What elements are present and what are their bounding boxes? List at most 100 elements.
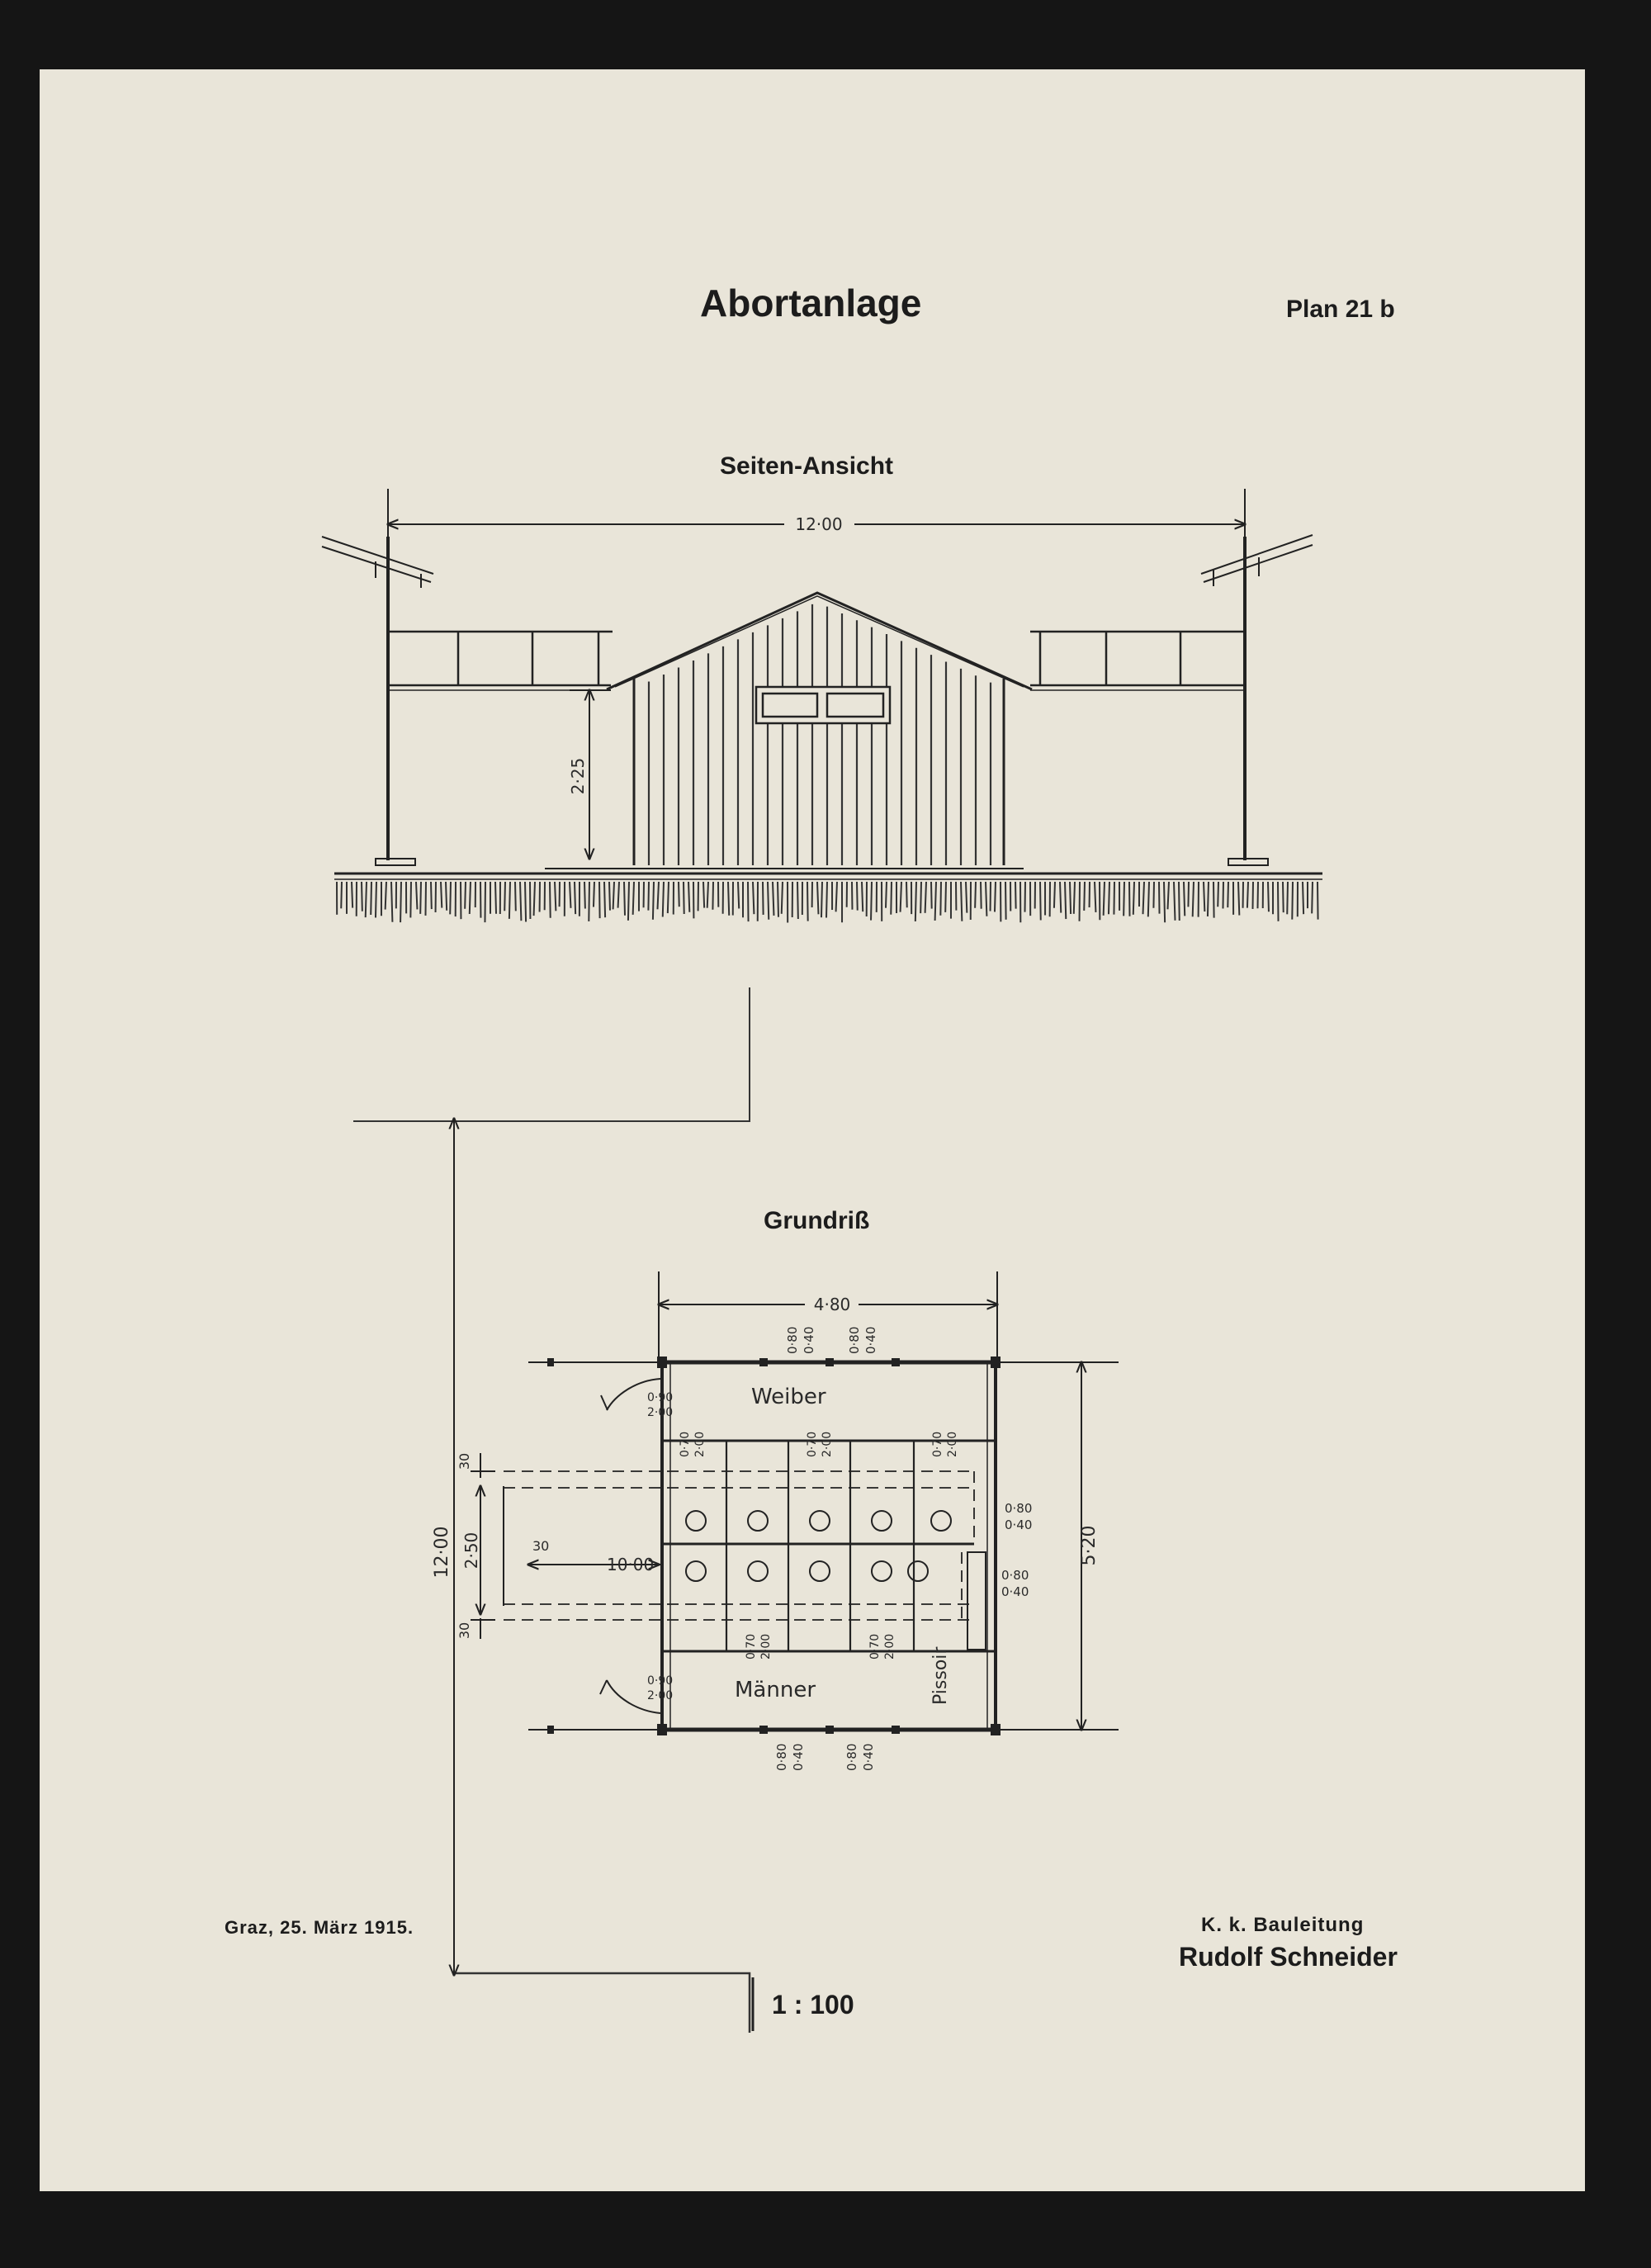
ground-hatch-stroke bbox=[647, 881, 650, 911]
ground-hatch-stroke bbox=[656, 881, 660, 910]
ground-hatch-stroke bbox=[364, 881, 367, 918]
ground-hatch-stroke bbox=[1147, 881, 1150, 917]
pit-length-label: 10·00 bbox=[607, 1555, 654, 1574]
ground-hatch-stroke bbox=[993, 881, 996, 912]
ground-hatch-stroke bbox=[762, 881, 764, 915]
plan-number: Plan 21 b bbox=[1286, 296, 1395, 323]
ground-hatch-stroke bbox=[1183, 881, 1186, 916]
engineer-name: Rudolf Schneider bbox=[1179, 1942, 1398, 1972]
ground-hatch-stroke bbox=[944, 881, 947, 912]
right-size-a-lower: 0·40 bbox=[1005, 1518, 1032, 1532]
door-top-b-upper: 0·80 bbox=[847, 1327, 862, 1354]
ground-hatch-stroke bbox=[934, 881, 937, 921]
ground-hatch-stroke bbox=[1005, 881, 1007, 920]
stall-m2-lower: 2·00 bbox=[883, 1634, 896, 1660]
ground-hatch-stroke bbox=[415, 881, 419, 910]
ground-hatch-stroke bbox=[661, 881, 665, 917]
ground-hatch-stroke bbox=[1251, 881, 1254, 909]
ground-hatch-stroke bbox=[1173, 881, 1176, 921]
ground-hatch-stroke bbox=[965, 881, 968, 913]
ground-hatch-stroke bbox=[1206, 881, 1209, 916]
door-bottom-a-upper: 0·80 bbox=[774, 1744, 789, 1771]
ground-hatch-stroke bbox=[960, 881, 963, 921]
ground-hatch-stroke bbox=[494, 881, 498, 914]
ground-hatch-stroke bbox=[974, 881, 977, 908]
ground-hatch-stroke bbox=[737, 881, 740, 909]
ground-hatch-stroke bbox=[1311, 881, 1313, 914]
ground-hatch-stroke bbox=[780, 881, 783, 914]
ground-hatch-stroke bbox=[1072, 881, 1076, 914]
ground-hatch-stroke bbox=[1163, 881, 1166, 923]
ground-hatch-stroke bbox=[1064, 881, 1067, 920]
room-label-men: Männer bbox=[735, 1678, 816, 1702]
elevation-width-label: 12·00 bbox=[795, 514, 842, 534]
ground-hatch-stroke bbox=[826, 881, 828, 918]
ground-hatch-stroke bbox=[924, 881, 927, 913]
ground-hatch-stroke bbox=[666, 881, 669, 914]
ground-hatch-stroke bbox=[835, 881, 838, 912]
ground-hatch-stroke bbox=[861, 881, 864, 912]
elevation-heading: Seiten-Ansicht bbox=[720, 452, 894, 480]
ground-hatch-stroke bbox=[1059, 881, 1062, 913]
ground-hatch-stroke bbox=[524, 881, 527, 922]
ground-hatch-stroke bbox=[519, 881, 523, 921]
ground-hatch-stroke bbox=[870, 881, 873, 921]
ground-hatch-stroke bbox=[651, 881, 655, 920]
ground-hatch-stroke bbox=[603, 881, 607, 918]
ground-hatch-stroke bbox=[1282, 881, 1284, 913]
ground-hatch-stroke bbox=[532, 881, 536, 916]
room-label-urinal: Pissoir bbox=[930, 1646, 951, 1705]
ground-hatch-stroke bbox=[340, 881, 343, 909]
door-top-a-upper: 0·80 bbox=[785, 1327, 800, 1354]
ground-hatch-stroke bbox=[906, 881, 908, 908]
door-top-a-lower: 0·40 bbox=[802, 1327, 816, 1354]
right-size-a-upper: 0·80 bbox=[1005, 1501, 1032, 1516]
ground-hatch-stroke bbox=[468, 881, 471, 915]
ground-hatch-stroke bbox=[514, 881, 517, 911]
ground-line bbox=[334, 868, 1322, 880]
ground-hatch-stroke bbox=[939, 881, 942, 916]
ground-hatch-stroke bbox=[816, 881, 820, 915]
sheet-divider-line bbox=[353, 987, 751, 2033]
ground-hatch-stroke bbox=[617, 881, 620, 908]
door-bottom-b-lower: 0·40 bbox=[861, 1744, 876, 1771]
hut-boards bbox=[647, 604, 992, 865]
ground-hatch-stroke bbox=[430, 881, 433, 910]
ground-hatch-stroke bbox=[1191, 881, 1194, 917]
ground-hatch-stroke bbox=[1277, 881, 1280, 921]
ground-hatch-stroke bbox=[1213, 881, 1215, 918]
floor-plan-heading: Grundriß bbox=[764, 1207, 870, 1234]
ground-hatch-stroke bbox=[688, 881, 691, 912]
ground-hatch-stroke bbox=[1256, 881, 1259, 909]
ground-hatch-stroke bbox=[767, 881, 770, 920]
ground-hatch-stroke bbox=[612, 881, 615, 910]
ground-hatch-stroke bbox=[1286, 881, 1289, 915]
door-bottom-b-upper: 0·80 bbox=[844, 1744, 859, 1771]
plan-total-dimension: 12·00 bbox=[432, 1119, 454, 1975]
ground-hatch-stroke bbox=[627, 881, 630, 921]
ground-hatch-stroke bbox=[464, 881, 466, 909]
ground-hatch-stroke bbox=[1039, 881, 1042, 921]
ground-hatch-stroke bbox=[747, 881, 750, 922]
ground-hatch-stroke bbox=[797, 881, 799, 920]
ground-hatch-stroke bbox=[930, 881, 933, 909]
ground-hatch-stroke bbox=[807, 881, 809, 921]
door-bottom-a-lower: 0·40 bbox=[791, 1744, 806, 1771]
ground-hatch-stroke bbox=[409, 881, 412, 918]
ground-hatch-stroke bbox=[1069, 881, 1072, 915]
date-line: Graz, 25. März 1915. bbox=[225, 1917, 414, 1938]
drawing-sheet bbox=[40, 69, 1585, 2191]
stall-w2-upper: 0·70 bbox=[806, 1432, 819, 1457]
stall-m1-upper: 0·70 bbox=[745, 1634, 758, 1660]
stall-m2-upper: 0·70 bbox=[868, 1634, 882, 1660]
entrance-women-upper: 0·90 bbox=[647, 1391, 673, 1404]
ground-hatch-stroke bbox=[856, 881, 859, 911]
ground-hatch-stroke bbox=[703, 881, 706, 908]
ground-hatch-stroke bbox=[712, 881, 714, 910]
ground-hatch-stroke bbox=[706, 881, 709, 908]
elevation-height-label: 2·25 bbox=[568, 758, 588, 795]
ground-hatch-stroke bbox=[884, 881, 887, 908]
ground-hatch-stroke bbox=[1267, 881, 1270, 912]
